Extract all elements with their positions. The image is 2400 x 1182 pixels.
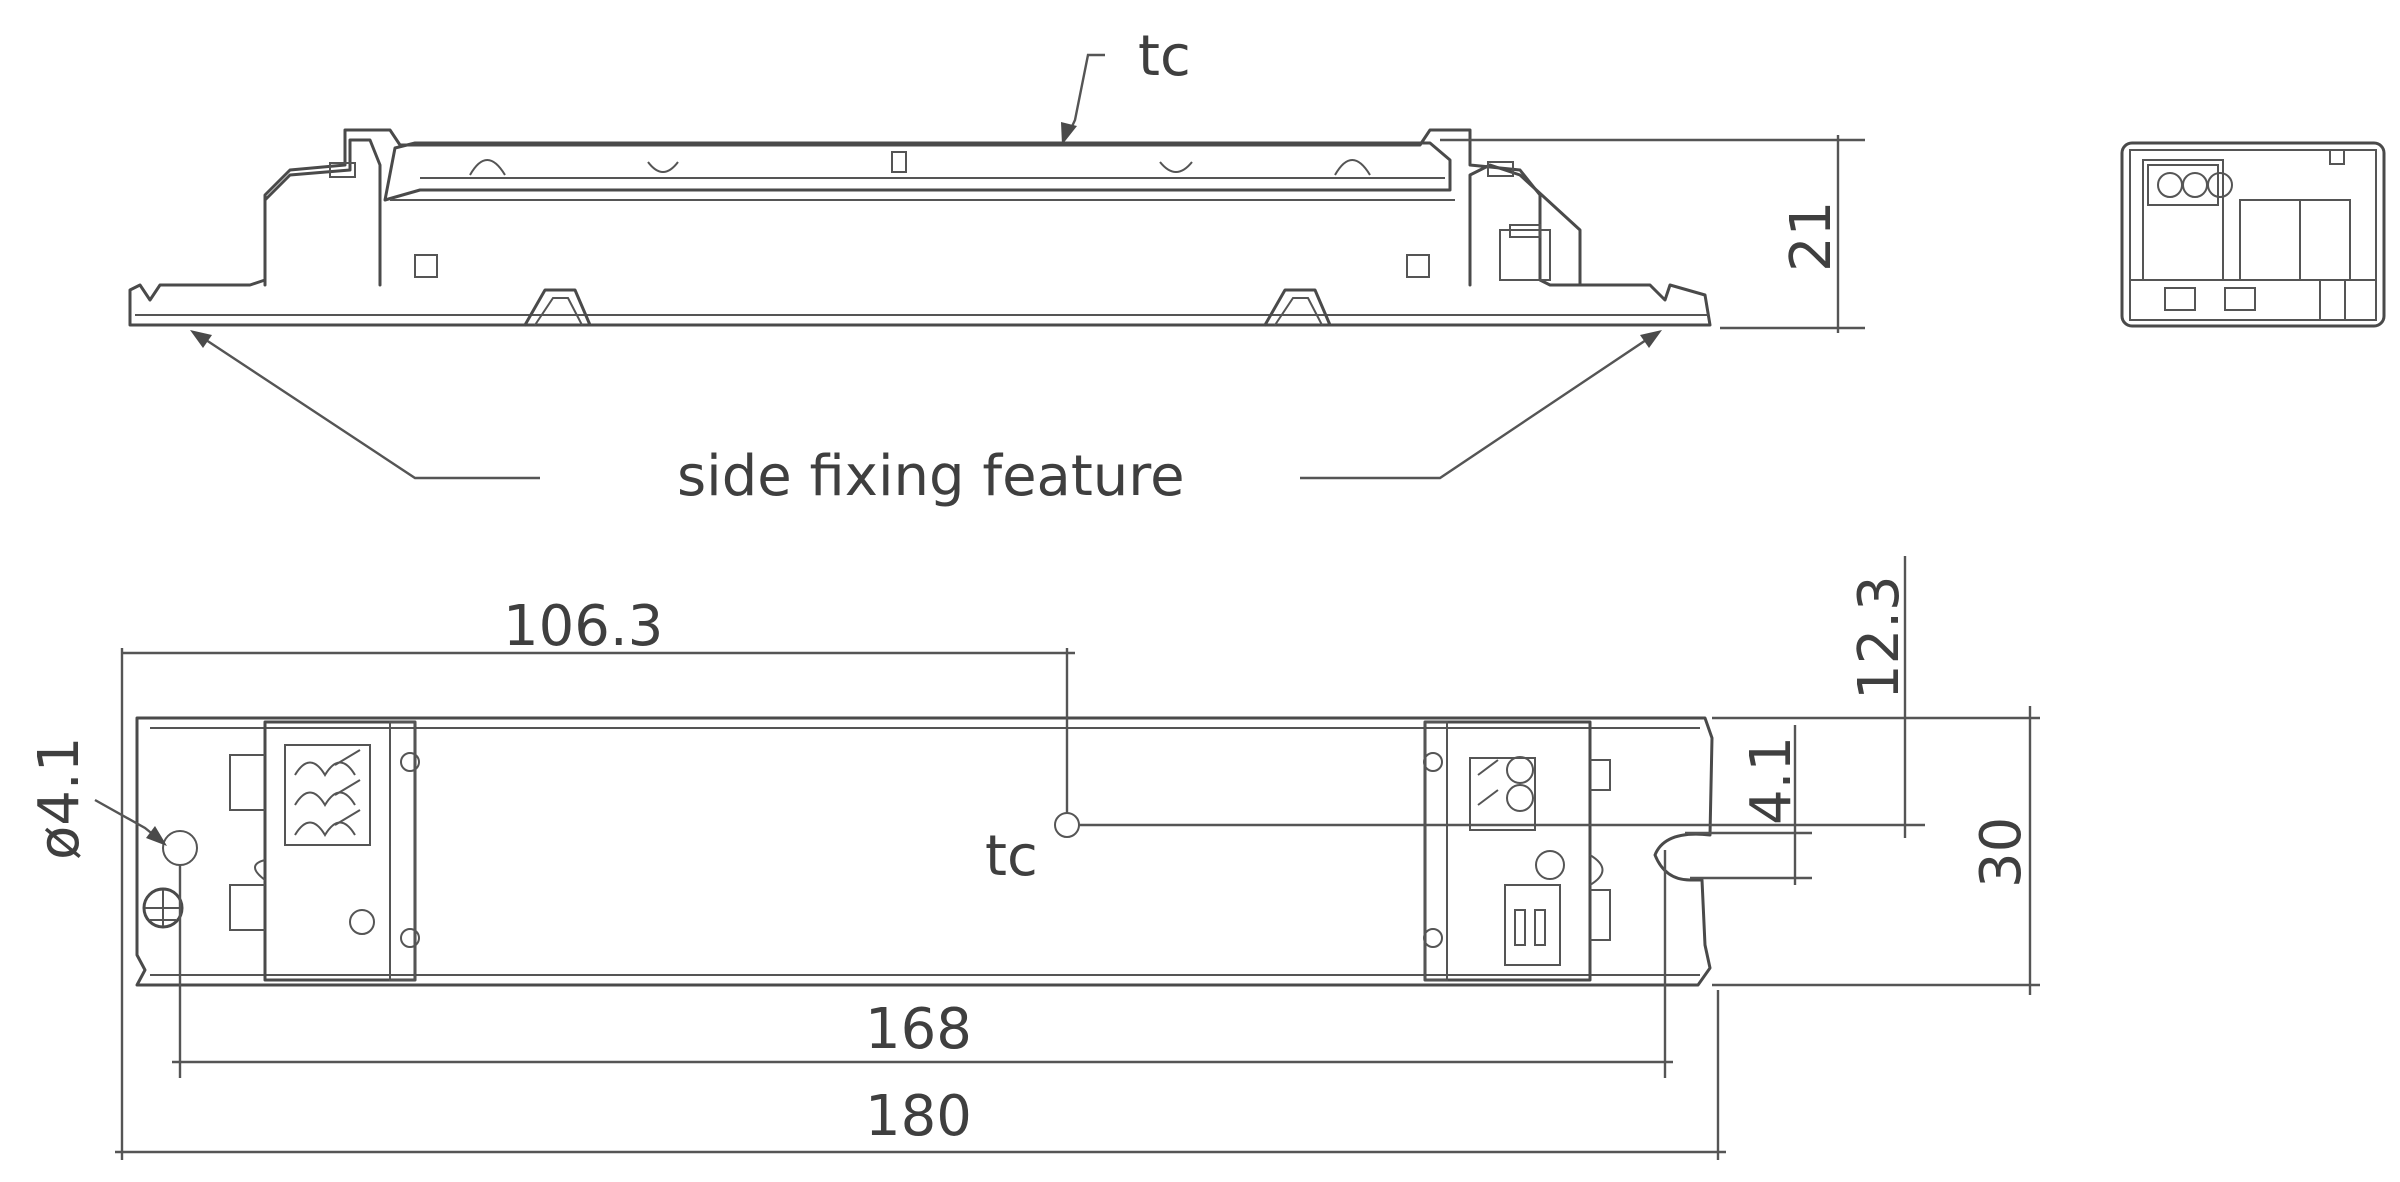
dim-hole-spacing: 168 (865, 997, 972, 1062)
dim-tc-offset: 106.3 (503, 594, 663, 659)
side-view: tc 21 side fixing feature (128, 24, 1865, 509)
side-fixing-label: side fixing feature (677, 444, 1185, 509)
dim-length-180: 180 (865, 1084, 972, 1149)
tc-label-bottom: tc (985, 824, 1038, 889)
dim-height-21: 21 (1779, 201, 1844, 272)
plan-view: tc 106.3 ø4.1 12.3 4.1 30 168 180 (27, 556, 2040, 1160)
dim-offset-4-1: 4.1 (1739, 736, 1804, 825)
dim-hole-diameter: ø4.1 (27, 737, 92, 860)
tc-label-top: tc (1138, 24, 1191, 89)
dim-width-30: 30 (1969, 817, 2034, 888)
end-view (2120, 141, 2386, 328)
dim-offset-12-3: 12.3 (1847, 575, 1912, 700)
